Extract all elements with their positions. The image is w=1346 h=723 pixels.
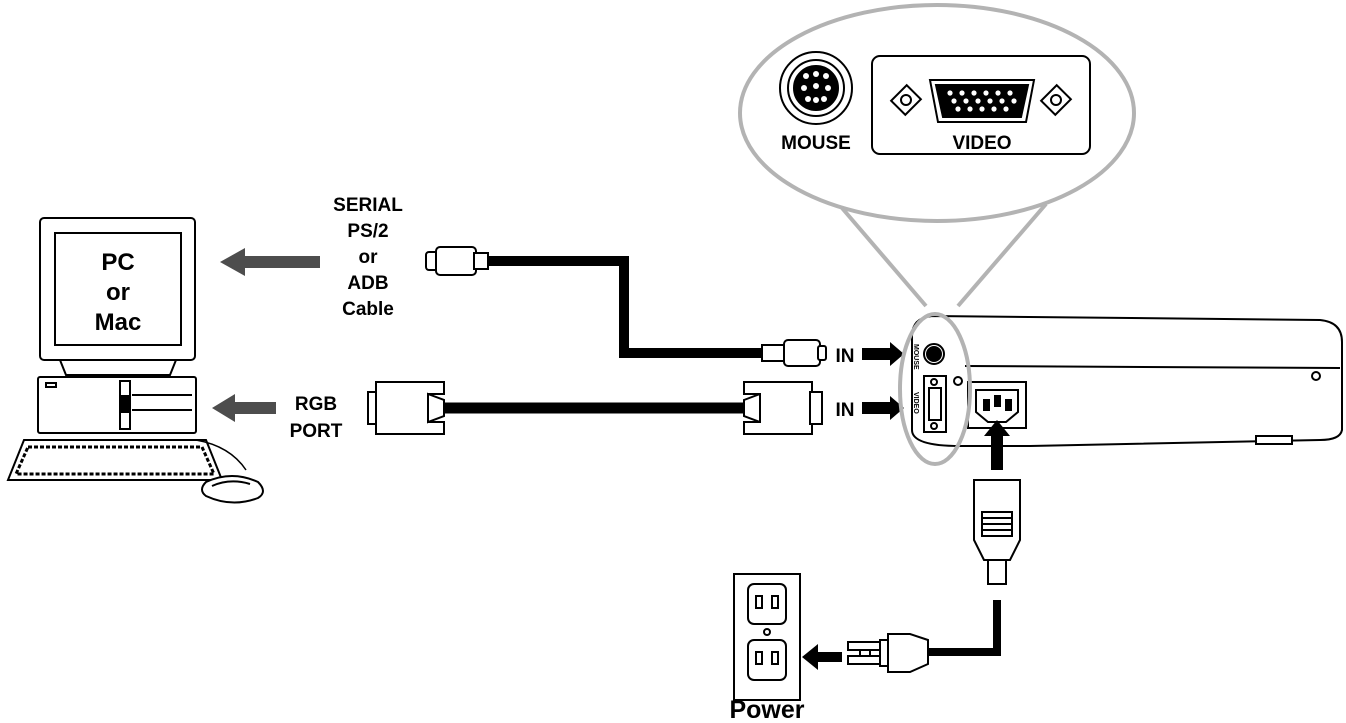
- port-callout-marker: [898, 312, 972, 466]
- monitor-label-line2: or: [106, 279, 130, 306]
- power-up-arrow-icon: [984, 420, 1010, 470]
- serial-cable: [425, 246, 827, 367]
- rgb-cable: [367, 381, 823, 435]
- video-port-label: VIDEO: [952, 133, 1011, 154]
- mouse-port-label: MOUSE: [781, 133, 851, 154]
- projector: [911, 314, 1343, 447]
- outlet-socket-bottom: [747, 639, 787, 681]
- power-label: Power: [729, 696, 804, 723]
- rgb-arrow-icon: [212, 394, 276, 422]
- serial-plug-projector-end: [761, 344, 785, 362]
- svg-text:RGB: RGB: [295, 394, 337, 415]
- serial-cable-label: SERIAL PS/2 or ADB Cable: [333, 195, 403, 320]
- mouse-in-arrow-icon: [862, 342, 904, 366]
- monitor-screen: [54, 232, 182, 346]
- mouse-in-label: IN: [836, 346, 855, 367]
- svg-text:SERIAL: SERIAL: [333, 195, 403, 216]
- arrows-to-computer: [212, 248, 320, 422]
- svg-text:or: or: [359, 247, 379, 268]
- svg-text:Cable: Cable: [342, 299, 394, 320]
- video-in-label: IN: [836, 400, 855, 421]
- outlet-socket-top: [747, 583, 787, 625]
- port-callout-bubble: [738, 3, 1136, 223]
- callout: [738, 3, 1136, 466]
- video-in-arrow-icon: [862, 396, 904, 420]
- computer: [6, 217, 264, 504]
- serial-arrow-icon: [220, 248, 320, 276]
- wall-plug: [887, 633, 929, 673]
- rgb-port-label: RGB PORT: [290, 394, 343, 442]
- wall-outlet: [733, 573, 801, 701]
- mouse-device: [201, 475, 264, 504]
- power-left-arrow-icon: [802, 644, 842, 670]
- svg-text:PS/2: PS/2: [347, 221, 388, 242]
- monitor-label-line1: PC: [101, 249, 134, 276]
- desktop-case: [37, 376, 197, 434]
- power-cord: [802, 420, 1021, 673]
- side-video-label: VIDEO: [912, 392, 919, 414]
- svg-text:ADB: ADB: [347, 273, 388, 294]
- mouse-port-zoom: [779, 51, 853, 125]
- video-port-zoom: [871, 55, 1091, 155]
- monitor-label-line3: Mac: [95, 309, 142, 336]
- side-mouse-label: MOUSE: [912, 344, 919, 370]
- svg-text:PORT: PORT: [290, 421, 343, 442]
